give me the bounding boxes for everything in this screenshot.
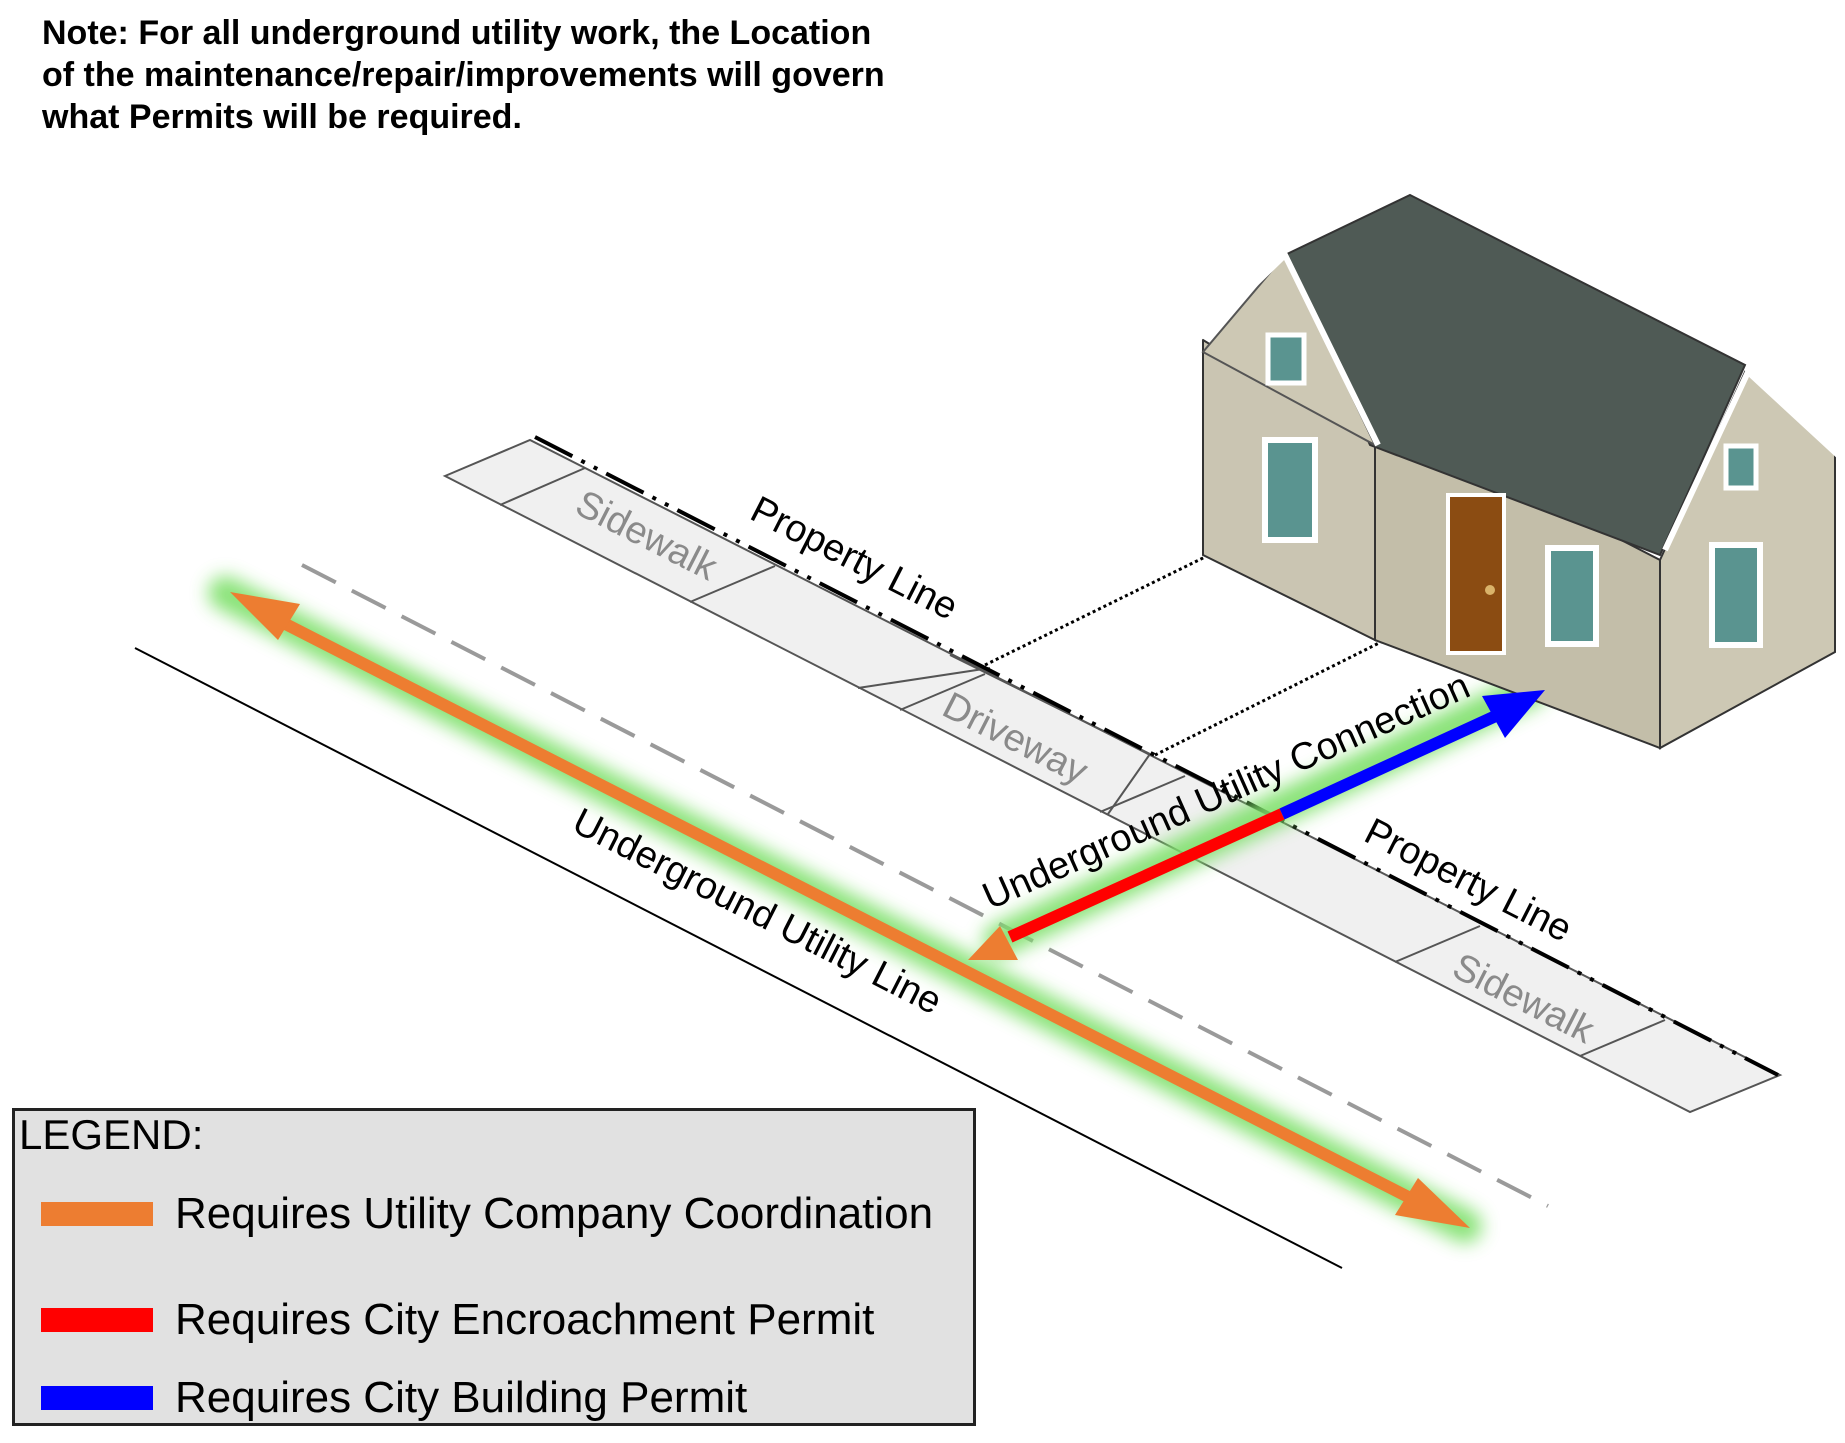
- underground-utility-connection: [968, 690, 1545, 960]
- house-right-window: [1709, 542, 1763, 648]
- underground-utility-line: [230, 592, 1470, 1228]
- house-roof: [1283, 193, 1747, 557]
- legend-label: Requires Utility Company Coordination: [175, 1189, 934, 1238]
- sidewalk-strip: [442, 438, 1783, 1114]
- legend-label: Requires City Building Permit: [175, 1373, 748, 1422]
- right-of-way-line: [301, 563, 1549, 1208]
- connection-arrow-house: [1482, 690, 1545, 738]
- house-right-upper-window: [1723, 443, 1759, 491]
- house-door-knob: [1485, 585, 1495, 595]
- house-front-window: [1545, 545, 1599, 647]
- legend-label: Requires City Encroachment Permit: [175, 1295, 875, 1344]
- house-upper-window: [1265, 332, 1307, 386]
- house-door: [1446, 493, 1506, 655]
- legend-item-encroachment-permit: Requires City Encroachment Permit: [41, 1295, 874, 1345]
- legend-item-utility-coordination: Requires Utility Company Coordination: [41, 1189, 933, 1239]
- note-text: Note: For all underground utility work, …: [42, 12, 1002, 138]
- house: [1182, 193, 1841, 750]
- connection-arrow-main: [968, 926, 1018, 960]
- legend-box: LEGEND: Requires Utility Company Coordin…: [12, 1108, 976, 1426]
- utility-line-arrow-end: [1395, 1178, 1470, 1228]
- note-line-1: Note: For all underground utility work, …: [42, 14, 872, 52]
- house-left-window: [1262, 437, 1318, 543]
- connection-encroachment-segment: [1007, 808, 1285, 943]
- legend-swatch-red: [41, 1308, 153, 1332]
- house-gable-trim: [1182, 249, 1381, 447]
- utility-line-arrow-start: [230, 592, 300, 640]
- legend-item-building-permit: Requires City Building Permit: [41, 1373, 747, 1423]
- street-edge-line: [134, 647, 1343, 1269]
- sidewalk-joints: [499, 467, 1666, 1057]
- house-gable-trim-right: [1662, 367, 1841, 552]
- lot-outline: [984, 555, 1386, 757]
- underground-utility-line-label: Underground Utility Line: [566, 801, 948, 1024]
- legend-swatch-blue: [41, 1386, 153, 1410]
- connection-building-segment: [1279, 708, 1503, 820]
- note-line-2: of the maintenance/repair/improvements w…: [42, 56, 885, 94]
- note-line-3: what Permits will be required.: [42, 98, 522, 136]
- legend-title: LEGEND:: [19, 1111, 204, 1158]
- legend-swatch-orange: [41, 1202, 153, 1226]
